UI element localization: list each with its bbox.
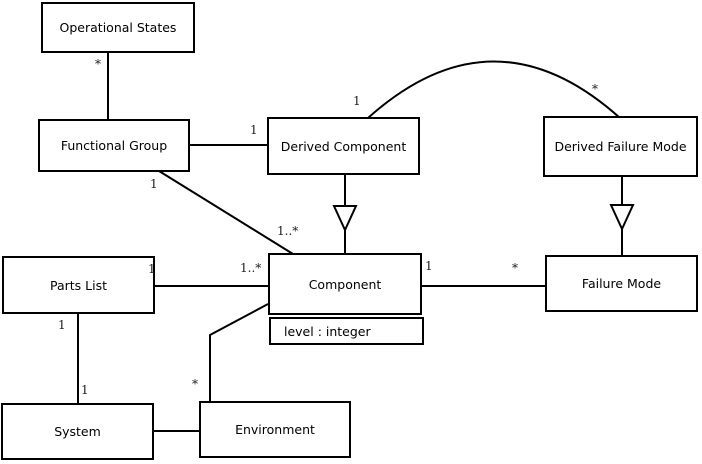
class-box-derived-component[interactable]: Derived Component	[267, 117, 420, 175]
multiplicity-label: *	[192, 377, 198, 391]
multiplicity-label: 1..*	[240, 261, 262, 275]
class-name-label: Derived Failure Mode	[554, 139, 687, 154]
class-box-failure-mode[interactable]: Failure Mode	[545, 255, 698, 312]
multiplicity-label: 1	[81, 383, 89, 397]
class-box-derived-failure-mode[interactable]: Derived Failure Mode	[543, 116, 698, 177]
edge-derivedcomponent-derivedfailuremode-arc	[367, 60, 621, 119]
class-attribute-compartment-component[interactable]: level : integer	[269, 317, 424, 345]
class-name-label: Operational States	[59, 20, 177, 35]
class-name-label: Parts List	[49, 277, 107, 293]
multiplicity-label: 1..*	[277, 224, 299, 238]
attribute-label: level : integer	[284, 323, 371, 339]
class-name-label: Environment	[235, 422, 315, 437]
multiplicity-label: *	[95, 57, 101, 71]
class-name-label: Derived Component	[280, 138, 407, 154]
class-name-label: Component	[308, 276, 382, 292]
generalization-triangle-down-icon	[332, 205, 358, 233]
multiplicity-label: 1	[150, 177, 158, 191]
class-box-operational-states[interactable]: Operational States	[41, 2, 195, 53]
class-box-component[interactable]: Component	[268, 253, 422, 315]
class-name-label: System	[54, 424, 101, 439]
edge-component-environment	[209, 303, 269, 402]
edge-functionalgroup-component	[158, 170, 294, 255]
multiplicity-label: 1	[58, 318, 66, 332]
class-box-system[interactable]: System	[1, 403, 154, 460]
class-name-label: Functional Group	[60, 138, 168, 153]
class-box-parts-list[interactable]: Parts List	[2, 256, 155, 314]
class-name-label: Failure Mode	[581, 276, 662, 291]
multiplicity-label: 1	[425, 259, 433, 273]
multiplicity-label: *	[592, 82, 598, 96]
class-box-functional-group[interactable]: Functional Group	[38, 119, 190, 172]
class-box-environment[interactable]: Environment	[199, 401, 351, 458]
multiplicity-label: *	[512, 261, 518, 275]
multiplicity-label: 1	[250, 123, 258, 137]
generalization-triangle-down-icon	[609, 204, 635, 232]
multiplicity-label: 1	[148, 262, 156, 276]
multiplicity-label: 1	[353, 94, 361, 108]
